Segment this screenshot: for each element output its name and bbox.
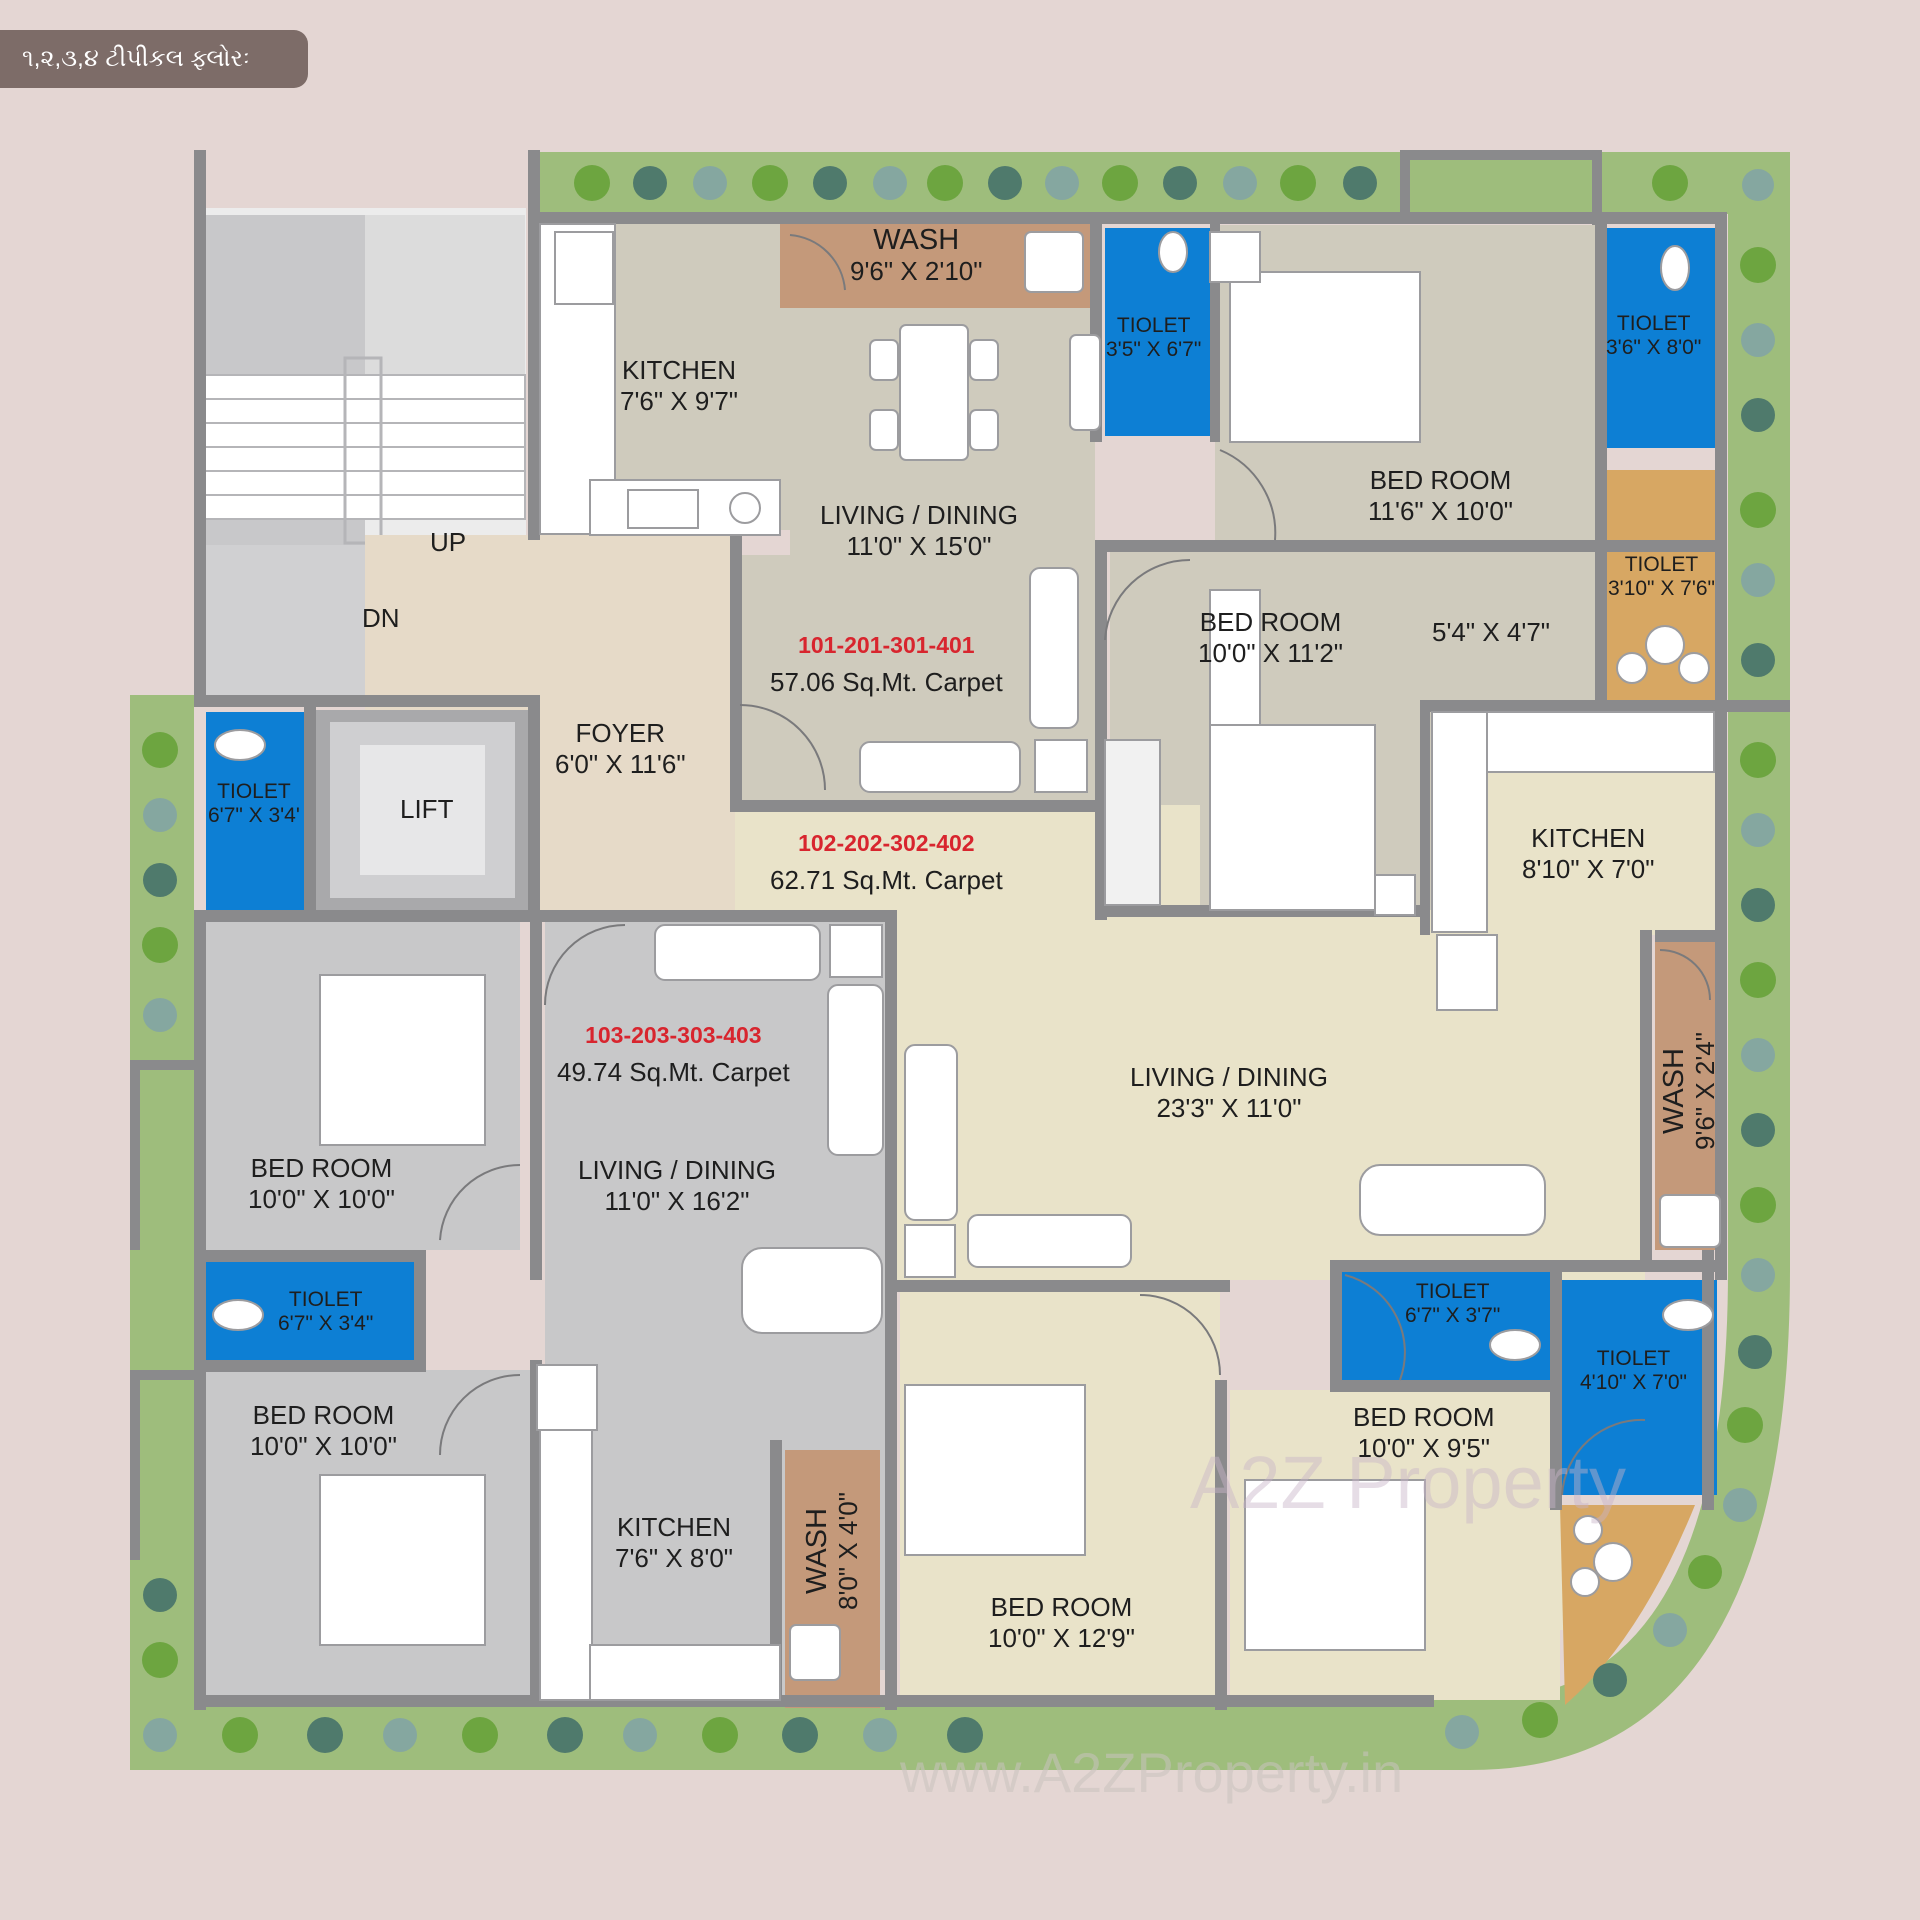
kitchen-2-size: 8'10" X 7'0" <box>1522 854 1655 884</box>
kitchen-3-name: KITCHEN <box>616 1512 732 1542</box>
toilet-4-size: 6'7" X 3'4' <box>208 804 300 827</box>
bed-4-label: BED ROOM 10'0" X 10'0" <box>250 1400 397 1462</box>
door-swings <box>439 234 1711 1496</box>
unit-3-numbers: 103-203-303-403 <box>585 1022 762 1048</box>
wash-right-name: WASH <box>1658 1048 1690 1134</box>
foyer-label: FOYER 6'0" X 11'6" <box>555 718 686 780</box>
bed-1-size: 11'6" X 10'0" <box>1368 496 1514 526</box>
bed-5-label: BED ROOM 10'0" X 12'9" <box>988 1592 1135 1654</box>
kitchen-2-label: KITCHEN 8'10" X 7'0" <box>1522 823 1654 885</box>
toilet-1-name: TIOLET <box>1116 314 1191 337</box>
bed-4-name: BED ROOM <box>252 1400 395 1430</box>
bed-5-name: BED ROOM <box>990 1592 1133 1622</box>
stairs-up-label: UP <box>430 527 467 557</box>
bed-2-name: BED ROOM <box>1199 607 1342 637</box>
stairs-dn-label: DN <box>362 603 400 633</box>
unit-3-label: 103-203-303-403 49.74 Sq.Mt. Carpet <box>557 1020 790 1088</box>
toilet-5-name: TIOLET <box>288 1288 363 1311</box>
toilet-4-name: TIOLET <box>217 780 291 803</box>
kitchen-2-name: KITCHEN <box>1531 823 1646 853</box>
url-watermark: www.A2ZProperty.in <box>900 1741 1404 1804</box>
wash-top-name: WASH <box>873 224 960 256</box>
bed-3-name: BED ROOM <box>250 1153 393 1183</box>
bed-5-size: 10'0" X 12'9" <box>988 1623 1135 1653</box>
foyer-size: 6'0" X 11'6" <box>555 749 686 779</box>
logo-watermark: A2Z Property <box>1190 1441 1626 1524</box>
bed-4-size: 10'0" X 10'0" <box>250 1431 397 1461</box>
bed-2-label: BED ROOM 10'0" X 11'2" <box>1198 607 1343 669</box>
toilet-6-size: 6'7" X 3'7" <box>1405 1304 1501 1327</box>
walls <box>130 150 1790 1710</box>
toilet-2-size: 3'6" X 8'0" <box>1606 336 1702 359</box>
toilet-2-label: TIOLET 3'6" X 8'0" <box>1606 312 1701 360</box>
bed-1-name: BED ROOM <box>1369 465 1512 495</box>
wash-bottom-label: WASH 8'0" X 4'0" <box>801 1461 864 1641</box>
toilet-3-name: TIOLET <box>1624 553 1699 576</box>
wash-bottom-size: 8'0" X 4'0" <box>833 1492 863 1611</box>
kitchen-1-size: 7'6" X 9'7" <box>620 386 739 416</box>
foyer-name: FOYER <box>575 718 666 748</box>
unit-2-area: 62.71 Sq.Mt. Carpet <box>770 865 1003 895</box>
toilet-1-label: TIOLET 3'5" X 6'7" <box>1106 314 1201 362</box>
toilet-7-label: TIOLET 4'10" X 7'0" <box>1580 1347 1687 1395</box>
wash-top-size: 9'6" X 2'10" <box>850 256 983 286</box>
unit-2-numbers: 102-202-302-402 <box>798 830 975 856</box>
plant-icons <box>142 165 1776 1753</box>
living-2-label: LIVING / DINING 23'3" X 11'0" <box>1130 1062 1328 1124</box>
unit-1-label: 101-201-301-401 57.06 Sq.Mt. Carpet <box>770 630 1003 698</box>
living-1-size: 11'0" X 15'0" <box>846 531 992 561</box>
bed-6-name: BED ROOM <box>1353 1402 1495 1432</box>
toilet-3-size: 3'10" X 7'6" <box>1608 577 1715 600</box>
furniture <box>212 223 1721 1701</box>
wash-right-size: 9'6" X 2'4" <box>1690 1032 1720 1151</box>
bed-2-size: 10'0" X 11'2" <box>1198 638 1344 668</box>
lift-shaft <box>315 710 530 910</box>
toilet-6-label: TIOLET 6'7" X 3'7" <box>1405 1280 1500 1328</box>
lift-label: LIFT <box>400 794 454 824</box>
toilet-7-name: TIOLET <box>1596 1347 1671 1370</box>
toilet-7-size: 4'10" X 7'0" <box>1580 1371 1687 1394</box>
living-1-name: LIVING / DINING <box>820 500 1018 530</box>
bed-1-label: BED ROOM 11'6" X 10'0" <box>1368 465 1513 527</box>
wash-top-label: WASH 9'6" X 2'10" <box>850 225 982 287</box>
living-3-size: 11'0" X 16'2" <box>604 1186 750 1216</box>
toilet-5-label: TIOLET 6'7" X 3'4" <box>278 1288 373 1336</box>
unit-3-area: 49.74 Sq.Mt. Carpet <box>557 1057 790 1087</box>
toilet-4-label: TIOLET 6'7" X 3'4' <box>208 780 300 828</box>
kitchen-1-label: KITCHEN 7'6" X 9'7" <box>620 355 738 417</box>
bed-6-label: BED ROOM 10'0" X 9'5" <box>1353 1402 1495 1464</box>
floor-tag: ૧,૨,૩,૪ ટીપીકલ ફ્લોરઃ <box>0 30 308 88</box>
living-3-name: LIVING / DINING <box>578 1155 776 1185</box>
balcony-size-label: 5'4" X 4'7" <box>1432 617 1551 647</box>
living-1-label: LIVING / DINING 11'0" X 15'0" <box>820 500 1018 562</box>
bed-3-label: BED ROOM 10'0" X 10'0" <box>248 1153 395 1215</box>
bed-6-size: 10'0" X 9'5" <box>1357 1433 1491 1463</box>
toilet-2-name: TIOLET <box>1616 312 1691 335</box>
kitchen-3-size: 7'6" X 8'0" <box>615 1543 734 1573</box>
toilet-5-size: 6'7" X 3'4" <box>278 1312 374 1335</box>
toilet-3-label: TIOLET 3'10" X 7'6" <box>1608 553 1715 601</box>
unit-1-numbers: 101-201-301-401 <box>798 632 975 658</box>
toilet-6-name: TIOLET <box>1415 1280 1490 1303</box>
kitchen-3-label: KITCHEN 7'6" X 8'0" <box>615 1512 733 1574</box>
unit-2-label: 102-202-302-402 62.71 Sq.Mt. Carpet <box>770 828 1003 896</box>
living-2-name: LIVING / DINING <box>1130 1062 1328 1092</box>
living-2-size: 23'3" X 11'0" <box>1156 1093 1302 1123</box>
wash-right-label: WASH 9'6" X 2'4" <box>1658 1001 1721 1181</box>
toilet-1-size: 3'5" X 6'7" <box>1106 338 1202 361</box>
unit-1-area: 57.06 Sq.Mt. Carpet <box>770 667 1003 697</box>
wash-bottom-name: WASH <box>801 1508 833 1594</box>
bed-3-size: 10'0" X 10'0" <box>248 1184 395 1214</box>
living-3-label: LIVING / DINING 11'0" X 16'2" <box>578 1155 776 1217</box>
kitchen-1-name: KITCHEN <box>621 355 737 385</box>
